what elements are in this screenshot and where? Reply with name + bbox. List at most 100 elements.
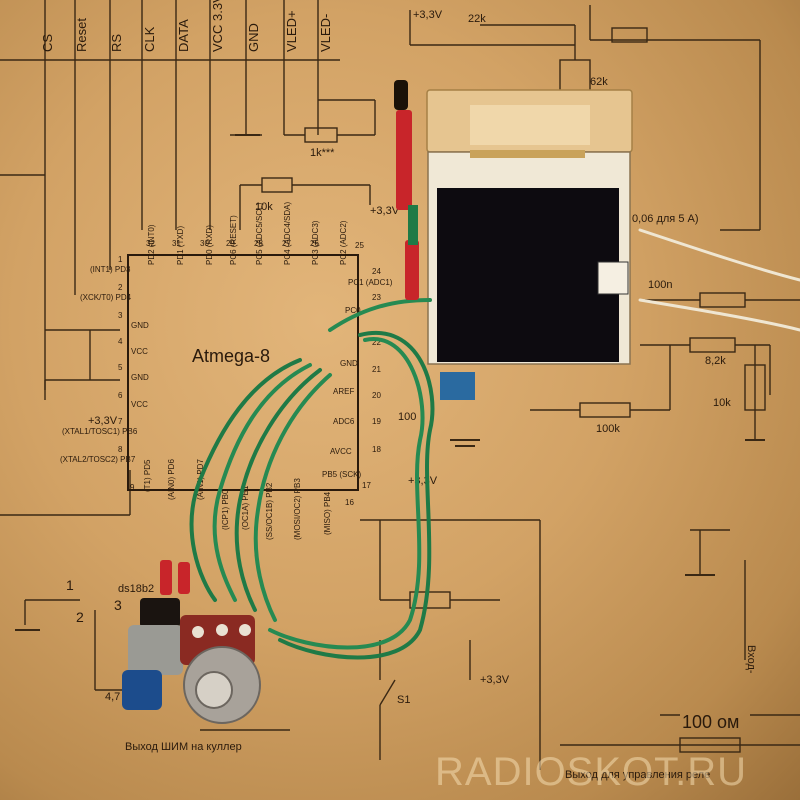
mcu-pin-pb2: (SS/OC1B) PB2 — [265, 482, 274, 540]
pin-num-27: 27 — [282, 239, 291, 248]
mcu-pin-pd2: PD2 (INT0) — [147, 224, 156, 265]
lcd-connector — [470, 150, 585, 158]
header-pin-clk: CLK — [142, 26, 157, 52]
pin-num-8: 8 — [118, 445, 123, 454]
mcu-outline — [127, 254, 359, 491]
mcu-pin-pb6: (XTAL1/TOSC1) PB6 — [62, 427, 138, 436]
schematic-labels: +3,3V 22k 62k 1k*** 10k +3,3V +3,3V 0,06… — [66, 9, 757, 781]
label-pwm-out: Выход ШИМ на куллер — [125, 741, 242, 753]
label-r4-7: 4,7 — [105, 691, 120, 703]
label-relay-out: Выход для управления реле — [565, 769, 710, 781]
mcu-pin-pc4: PC4 (ADC4/SDA) — [283, 202, 292, 265]
mcu-pin-pd4: (XCK/T0) PD4 — [80, 293, 132, 302]
header-pin-vled-minus: VLED- — [318, 14, 333, 52]
mcu-pin-pb5: PB5 (SCK) — [322, 470, 361, 479]
pin-num-28: 28 — [254, 239, 263, 248]
label-c100: 100 — [398, 411, 416, 423]
pin-num-3: 3 — [118, 311, 123, 320]
pin-num-23: 23 — [372, 293, 381, 302]
mcu-pin-pc2: PC2 (ADC2) — [339, 220, 348, 265]
lcd-flex-highlight — [470, 105, 590, 145]
label-r22k: 22k — [468, 13, 486, 25]
mcu-pin-pd1: PD1 (TXD) — [176, 226, 185, 265]
label-vcc-xtal: +3,3V — [88, 415, 118, 427]
mcu-pin-pb4: (MISO) PB4 — [323, 491, 332, 535]
mcu-pin-gnd2: GND — [131, 373, 149, 382]
lcd-module — [426, 89, 633, 365]
mcu-pin-avcc: AVCC — [330, 447, 352, 456]
pin-num-30: 30 — [200, 239, 209, 248]
pin-num-9: 9 — [130, 483, 135, 492]
pin-num-18: 18 — [372, 445, 381, 454]
label-sensor-pin3: 3 — [114, 597, 122, 613]
watermark: RADIOSKOT.RU — [435, 750, 747, 794]
pin-num-5: 5 — [118, 363, 123, 372]
label-sensor-pin2: 2 — [76, 609, 84, 625]
mcu-pin-pd6: (AIN0) PD6 — [167, 459, 176, 500]
label-r100om: 100 ом — [682, 712, 739, 732]
mcu-pin-pd3: (INT1) PD3 — [90, 265, 131, 274]
red-probe — [394, 80, 419, 300]
label-vcc-top: +3,3V — [413, 9, 443, 21]
lcd-sticker — [597, 261, 629, 295]
pin-num-16: 16 — [345, 498, 354, 507]
label-sensor: ds18b2 — [118, 583, 154, 595]
header-pin-reset: Reset — [74, 18, 89, 52]
header-pin-data: DATA — [176, 19, 191, 52]
header-pin-gnd: GND — [246, 23, 261, 52]
header-pin-labels: CS Reset RS CLK DATA VCC 3.3V GND VLED+ … — [40, 0, 333, 52]
mcu-pin-aref: AREF — [333, 387, 354, 396]
pin-num-19: 19 — [372, 417, 381, 426]
mcu-pin-gnd3: GND — [340, 359, 358, 368]
ground-symbols — [15, 134, 765, 631]
mcu-pin-numbers: 32 31 30 29 28 27 26 25 24 23 22 21 20 1… — [118, 239, 381, 507]
mcu-pin-vcc1: VCC — [131, 347, 148, 356]
pin-num-1: 1 — [118, 255, 123, 264]
header-pin-vled-plus: VLED+ — [284, 10, 299, 52]
label-r10k: 10k — [255, 201, 273, 213]
blue-tab — [440, 372, 475, 400]
pin-num-32: 32 — [146, 239, 155, 248]
label-c100n: 100n — [648, 279, 672, 291]
mcu-pin-pd0: PD0 (RXD) — [205, 225, 214, 265]
header-pin-cs: CS — [40, 34, 55, 52]
pin-num-17: 17 — [362, 481, 371, 490]
schematic-lines — [0, 0, 800, 770]
wire-harness — [189, 228, 800, 660]
mcu-pin-pc5: PC5 (ADC5/SCL) — [255, 202, 264, 265]
header-pin-rs: RS — [109, 34, 124, 52]
potentiometer — [180, 615, 261, 724]
mcu-right-pins: PC1 (ADC1) PC0 GND AREF ADC6 AVCC PB5 (S… — [322, 278, 393, 479]
label-shunt: 0,06 для 5 А) — [632, 213, 699, 225]
label-switch: S1 — [397, 694, 410, 706]
label-r1k: 1k*** — [310, 147, 335, 159]
mcu-pin-pc0: PC0 — [345, 306, 361, 315]
label-sensor-pin1: 1 — [66, 577, 74, 593]
mcu-name: Atmega-8 — [192, 346, 270, 366]
pin-num-25: 25 — [355, 241, 364, 250]
pin-num-29: 29 — [226, 239, 235, 248]
resistor-symbols — [261, 27, 766, 753]
pin-num-26: 26 — [310, 239, 319, 248]
header-pin-vcc: VCC 3.3V — [210, 0, 225, 52]
label-input: Вход- — [745, 645, 757, 674]
mcu-pin-pb7: (XTAL2/TOSC2) PB7 — [60, 455, 136, 464]
pin-num-4: 4 — [118, 337, 123, 346]
mcu-pin-pb0: (ICP1) PB0 — [221, 489, 230, 530]
label-r8-2k: 8,2k — [705, 355, 726, 367]
label-r100k: 100k — [596, 423, 620, 435]
pin-num-7: 7 — [118, 417, 123, 426]
mcu-pin-pd5: (T1) PD5 — [143, 459, 152, 492]
mcu-pin-vcc2: VCC — [131, 400, 148, 409]
mcu-pin-gnd1: GND — [131, 321, 149, 330]
pin-num-21: 21 — [372, 365, 381, 374]
pin-num-22: 22 — [372, 338, 381, 347]
lcd-screen — [437, 188, 619, 362]
label-vcc-avcc: +3,3V — [408, 475, 438, 487]
push-button — [122, 598, 183, 710]
label-vcc-bottom: +3,3V — [480, 674, 510, 686]
red-heatshrinks — [160, 560, 190, 595]
mcu-pin-pb3: (MOSI/OC2) PB3 — [293, 478, 302, 540]
